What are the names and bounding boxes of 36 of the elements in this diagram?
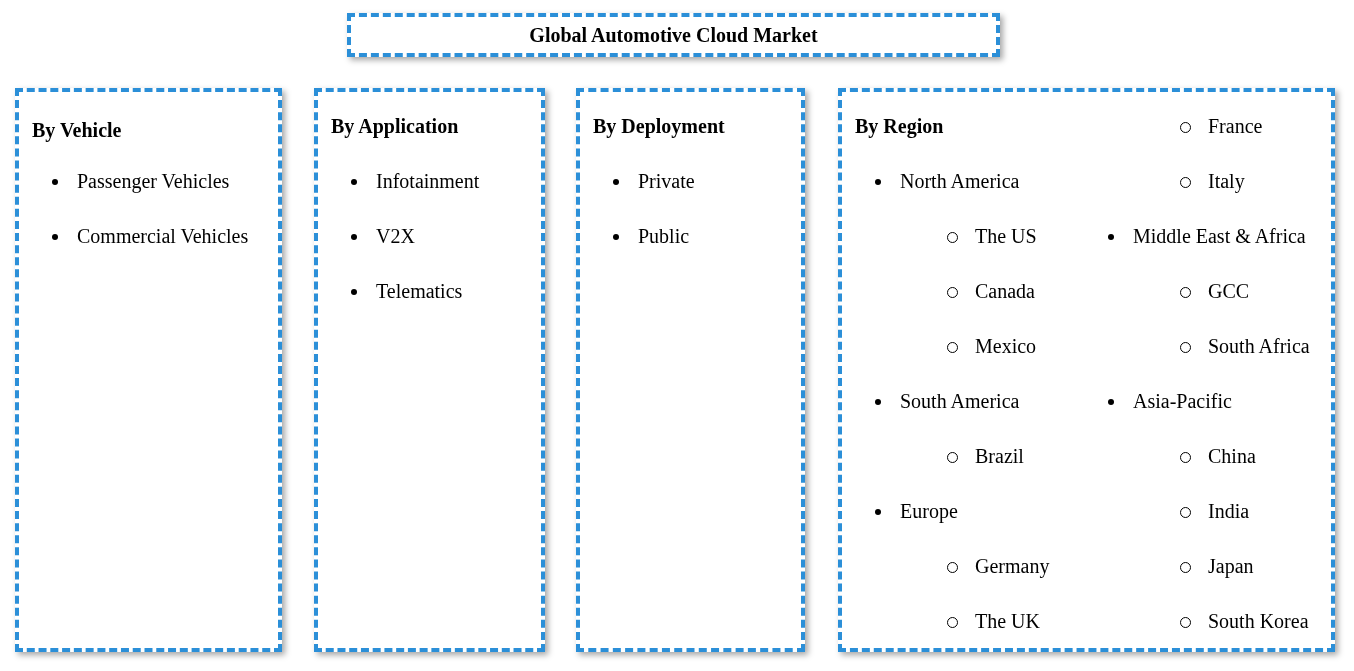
list-item: GCC bbox=[1208, 279, 1250, 303]
panel-heading: By Region bbox=[855, 114, 944, 138]
list-item: Mexico bbox=[975, 334, 1037, 358]
panel-heading: By Application bbox=[331, 114, 459, 138]
list-item: Japan bbox=[1208, 554, 1254, 578]
list-item: Telematics bbox=[376, 279, 463, 303]
list-item: Asia-Pacific bbox=[1133, 389, 1232, 413]
list-item: Brazil bbox=[975, 444, 1024, 468]
list-item: The UK bbox=[975, 609, 1040, 633]
list-item: South America bbox=[900, 389, 1020, 413]
title: Global Automotive Cloud Market bbox=[529, 23, 818, 47]
category-panel bbox=[838, 88, 1335, 652]
category-panel bbox=[576, 88, 805, 652]
title-box bbox=[347, 13, 1000, 57]
list-item: Canada bbox=[975, 279, 1035, 303]
list-item: Germany bbox=[975, 554, 1050, 578]
list-item: Commercial Vehicles bbox=[77, 224, 249, 248]
list-item: China bbox=[1208, 444, 1256, 468]
list-item: Europe bbox=[900, 499, 958, 523]
list-item: Infotainment bbox=[376, 169, 480, 193]
list-item: The US bbox=[975, 224, 1037, 248]
list-item: Public bbox=[638, 224, 690, 248]
list-item: Passenger Vehicles bbox=[77, 169, 230, 193]
panel-heading: By Deployment bbox=[593, 114, 725, 138]
category-panel bbox=[314, 88, 545, 652]
panel-heading: By Vehicle bbox=[32, 118, 122, 142]
list-item: India bbox=[1208, 499, 1250, 523]
category-panel bbox=[15, 88, 282, 652]
list-item: North America bbox=[900, 169, 1020, 193]
list-item: France bbox=[1208, 114, 1263, 138]
list-item: Private bbox=[638, 169, 695, 193]
list-item: Middle East & Africa bbox=[1133, 224, 1306, 248]
list-item: V2X bbox=[376, 224, 415, 248]
list-item: Italy bbox=[1208, 169, 1245, 193]
list-item: South Africa bbox=[1208, 334, 1310, 358]
list-item: South Korea bbox=[1208, 609, 1309, 633]
